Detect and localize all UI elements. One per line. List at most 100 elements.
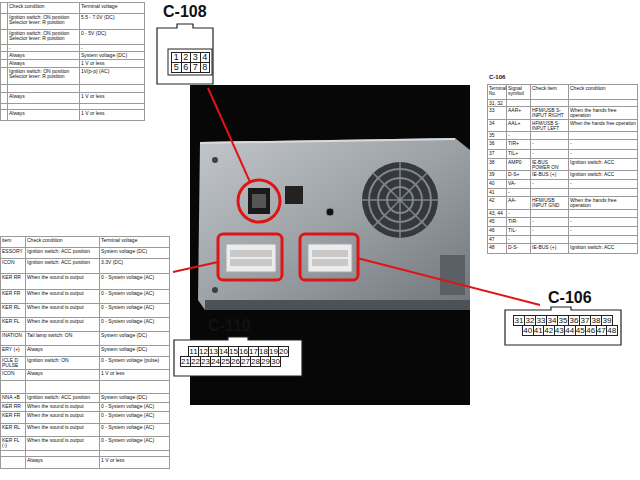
connector-outline [505,307,621,345]
table-cell: HFM/USB S-INPUT LEFT [531,120,569,132]
table-cell: 5.5 - 7.0V (DC) [80,14,145,30]
empty-cell [0,52,8,60]
table-cell: 45 [487,218,507,227]
table-cell: D-S+ [507,171,531,180]
table-cell: Ignition switch: ACC position [26,248,100,259]
table-cell: TIL- [507,227,531,236]
table-cell: AMP0 [507,159,531,171]
table-cell: 0 - System voltage (AC) [100,437,170,451]
connector-name: C-110 [208,318,251,334]
connector-c108 [248,188,270,214]
empty-cell [0,60,8,68]
empty-cell [0,2,8,14]
pin-number: 48 [606,325,618,336]
table-cell: - [531,140,569,150]
empty-cell [0,110,8,121]
empty-cell [569,189,638,197]
pin-number: 30 [270,356,281,367]
small-connector [285,186,303,204]
table-cell: INATION [0,332,26,346]
table-cell: AAL+ [507,120,531,132]
empty-cell [569,132,638,140]
empty-cell [0,85,8,93]
connector-pins [252,194,266,208]
connector-pins [230,250,272,257]
antenna-jack [326,208,334,216]
screw-hole [212,287,218,293]
table-cell: - [569,140,638,150]
fan-grille [362,162,438,238]
table-cell: KER FL [0,318,26,332]
table-cell: 0 - System voltage (AC) [100,318,170,332]
table-cell: 42 [487,197,507,210]
table-header: Terminal voltage [80,2,145,14]
table-header: Check item [531,84,569,100]
empty-cell [531,132,569,140]
empty-cell [531,236,569,244]
empty-cell [531,210,569,218]
empty-cell [569,210,638,218]
table-cell: D-S- [507,244,531,254]
table-cell: KER RR [0,274,26,290]
table-cell: - [507,132,531,140]
table-cell: AA- [507,197,531,210]
table-cell: - [507,236,531,244]
table-cell: 1 V or less [80,60,145,68]
table-cell: When the sound is output [26,274,100,290]
table-cell: - [80,45,145,52]
connector-pins [312,250,348,257]
table-cell: 31, 32 [487,100,507,107]
table-cell: ICLE D PULSE [0,357,26,370]
table-cell: ERY (+) [0,346,26,357]
pin-frame [168,49,212,75]
table-cell: Ignition switch: ON position Selector le… [8,14,80,30]
empty-cell [0,381,26,394]
table-cell: When the hands free operation [569,107,638,120]
connector-name: C-106 [548,290,592,306]
table-cell: 0 - System voltage (AC) [100,290,170,304]
highlight-circle [238,180,280,222]
table-cell: Always [8,110,80,121]
table-cell: KER RL [0,424,26,437]
empty-cell [0,45,8,52]
table-cell: - [507,189,531,197]
table-cell: 43, 44 [487,210,507,218]
connector-c106 [308,244,352,272]
table-cell: ESSORY [0,248,26,259]
table-cell: Always [8,93,80,104]
fan-spokes [362,162,438,238]
table-cell: System voltage (DC) [100,394,170,403]
table-cell: - [531,227,569,236]
table-cell: Ignition switch: ACC [569,244,638,254]
table-cell: 3.3V (DC) [100,259,170,274]
table-cell: - [569,150,638,159]
table-cell: When the sound is output [26,412,100,424]
empty-cell [0,68,8,85]
empty-cell [80,85,145,93]
table-cell: 0 - System voltage (pulse) [100,357,170,370]
table-cell: 0 - 5V (DC) [80,30,145,45]
empty-cell [0,30,8,45]
table-cell: System voltage (DC) [80,52,145,60]
table-cell: ICON [0,370,26,381]
empty-cell [8,85,80,93]
table-header: Signal symbol [507,84,531,100]
table-cell: KER RL [0,304,26,318]
highlight-box [218,234,282,280]
table-cell: 39 [487,171,507,180]
connector-pins [312,259,348,266]
table-cell: KER FR [0,412,26,424]
table-cell: 0 - System voltage (AC) [100,424,170,437]
table-cell: 0 - System voltage (AC) [100,274,170,290]
table-cell: IE-BUS (+) [531,171,569,180]
table-cell: IE-BUS (+) [531,244,569,254]
chassis-lip [205,300,470,310]
connector-face: C-10812345678 [155,4,217,86]
connector-face: C-10631323334353637383940414243444546474… [503,290,625,348]
table-cell: When the sound is output [26,318,100,332]
table-header: Terminal voltage [100,236,170,248]
table-cell: 41 [487,189,507,197]
table-cell: 40 [487,180,507,189]
table-header: Check condition [8,2,80,14]
